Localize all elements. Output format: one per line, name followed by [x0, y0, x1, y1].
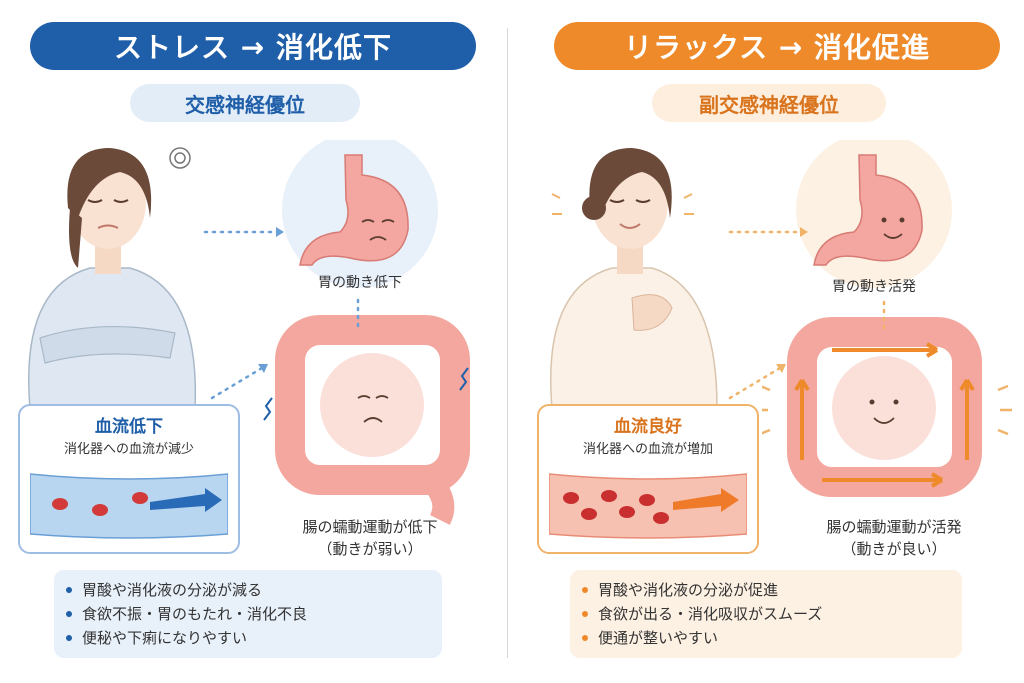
bullet-dot-icon: [582, 635, 588, 641]
list-item: 食欲が出る・消化吸収がスムーズ: [570, 602, 962, 626]
blood-flow-desc: 消化器への血流が増加: [582, 442, 713, 457]
parasympathetic-label: 副交感神経優位: [652, 84, 886, 122]
intestine-status-line-2: （動きが良い）: [841, 540, 947, 558]
intestine-status-label: 腸の蠕動運動が活発 （動きが良い）: [794, 516, 994, 560]
relax-title: リラックス → 消化促進: [554, 22, 1000, 70]
blood-flow-box: 血流低下 消化器への血流が減少: [18, 404, 240, 554]
blood-flow-title: 血流良好: [614, 417, 682, 437]
blood-vessel-illustration: [30, 473, 228, 539]
stress-panel: ストレス → 消化低下 交感神経優位 胃の動き低下: [0, 0, 506, 683]
stomach-intestine-illustration: [263, 140, 470, 525]
bullet-dot-icon: [582, 587, 588, 593]
blood-flow-title: 血流低下: [95, 417, 163, 437]
list-item: 便通が整いやすい: [570, 626, 962, 650]
blood-flow-desc: 消化器への血流が減少: [63, 442, 194, 457]
stomach-intestine-illustration: [762, 140, 1012, 497]
intestine-status-line-2: （動きが弱い）: [317, 540, 423, 558]
bullet-dot-icon: [582, 611, 588, 617]
stomach-status-label: 胃の動き活発: [832, 279, 916, 295]
intestine-status-line-1: 腸の蠕動運動が活発: [826, 518, 962, 536]
relax-panel: リラックス → 消化促進 副交感神経優位 胃の動: [512, 0, 1018, 683]
stressed-woman-illustration: [28, 147, 197, 408]
list-item: 食欲不振・胃のもたれ・消化不良: [54, 602, 442, 626]
intestine-status-line-1: 腸の蠕動運動が低下: [302, 518, 438, 536]
sympathetic-label: 交感神経優位: [130, 84, 360, 122]
effects-list: 胃酸や消化液の分泌が減る 食欲不振・胃のもたれ・消化不良 便秘や下痢になりやすい: [54, 570, 442, 658]
stress-title: ストレス → 消化低下: [30, 22, 476, 70]
intestine-status-label: 腸の蠕動運動が低下 （動きが弱い）: [270, 516, 470, 560]
blood-flow-box: 血流良好 消化器への血流が増加: [537, 404, 759, 554]
list-item: 胃酸や消化液の分泌が促進: [570, 578, 962, 602]
blood-vessel-illustration: [549, 473, 747, 539]
list-item: 胃酸や消化液の分泌が減る: [54, 578, 442, 602]
relaxed-woman-illustration: [550, 148, 718, 408]
list-item: 便秘や下痢になりやすい: [54, 626, 442, 650]
stomach-status-label: 胃の動き低下: [318, 275, 402, 291]
bullet-dot-icon: [66, 635, 72, 641]
effects-list: 胃酸や消化液の分泌が促進 食欲が出る・消化吸収がスムーズ 便通が整いやすい: [570, 570, 962, 658]
bullet-dot-icon: [66, 587, 72, 593]
bullet-dot-icon: [66, 611, 72, 617]
panel-divider: [507, 28, 508, 658]
